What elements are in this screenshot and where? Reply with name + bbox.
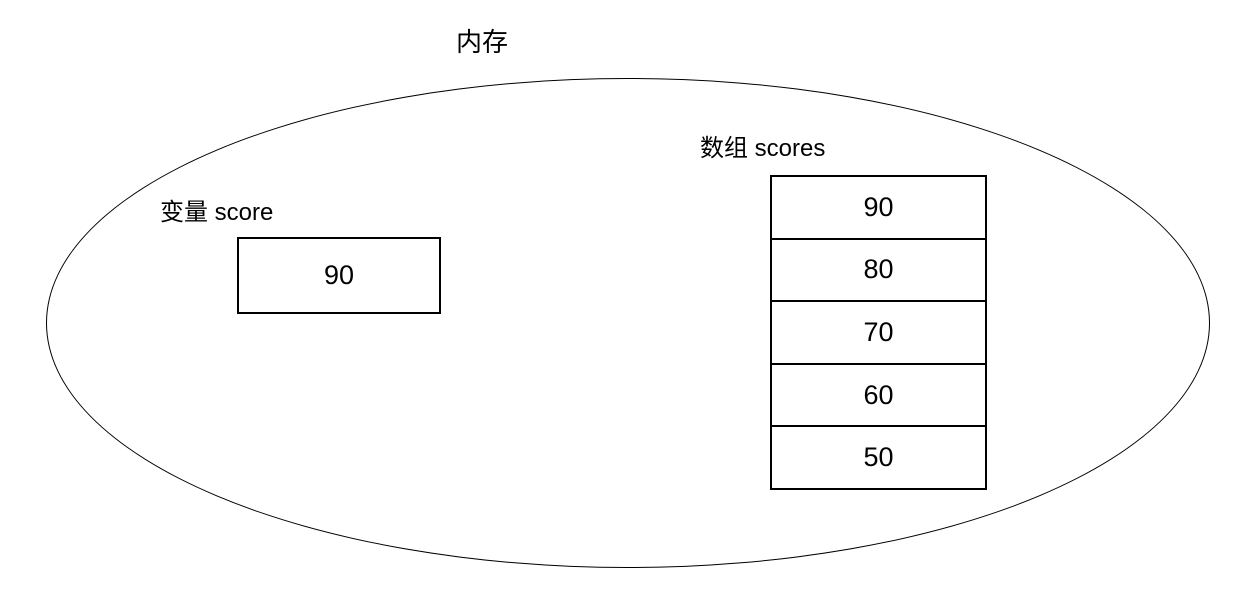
- array-cell-3: 60: [772, 365, 985, 428]
- array-scores-box: 90 80 70 60 50: [770, 175, 987, 490]
- array-cell-value: 90: [863, 191, 894, 222]
- array-cell-0: 90: [772, 177, 985, 240]
- memory-ellipse: [46, 78, 1210, 568]
- array-cell-1: 80: [772, 240, 985, 303]
- array-cell-value: 70: [863, 316, 894, 347]
- variable-score-box: 90: [237, 237, 441, 314]
- memory-title: 内存: [456, 27, 509, 57]
- variable-score-label: 变量 score: [160, 199, 274, 226]
- array-cell-value: 80: [863, 254, 894, 285]
- array-scores-label: 数组 scores: [700, 135, 826, 162]
- array-cell-value: 60: [863, 379, 894, 410]
- array-cell-value: 50: [863, 442, 894, 473]
- array-cell-2: 70: [772, 302, 985, 365]
- variable-score-value: 90: [323, 260, 355, 290]
- array-cell-4: 50: [772, 427, 985, 488]
